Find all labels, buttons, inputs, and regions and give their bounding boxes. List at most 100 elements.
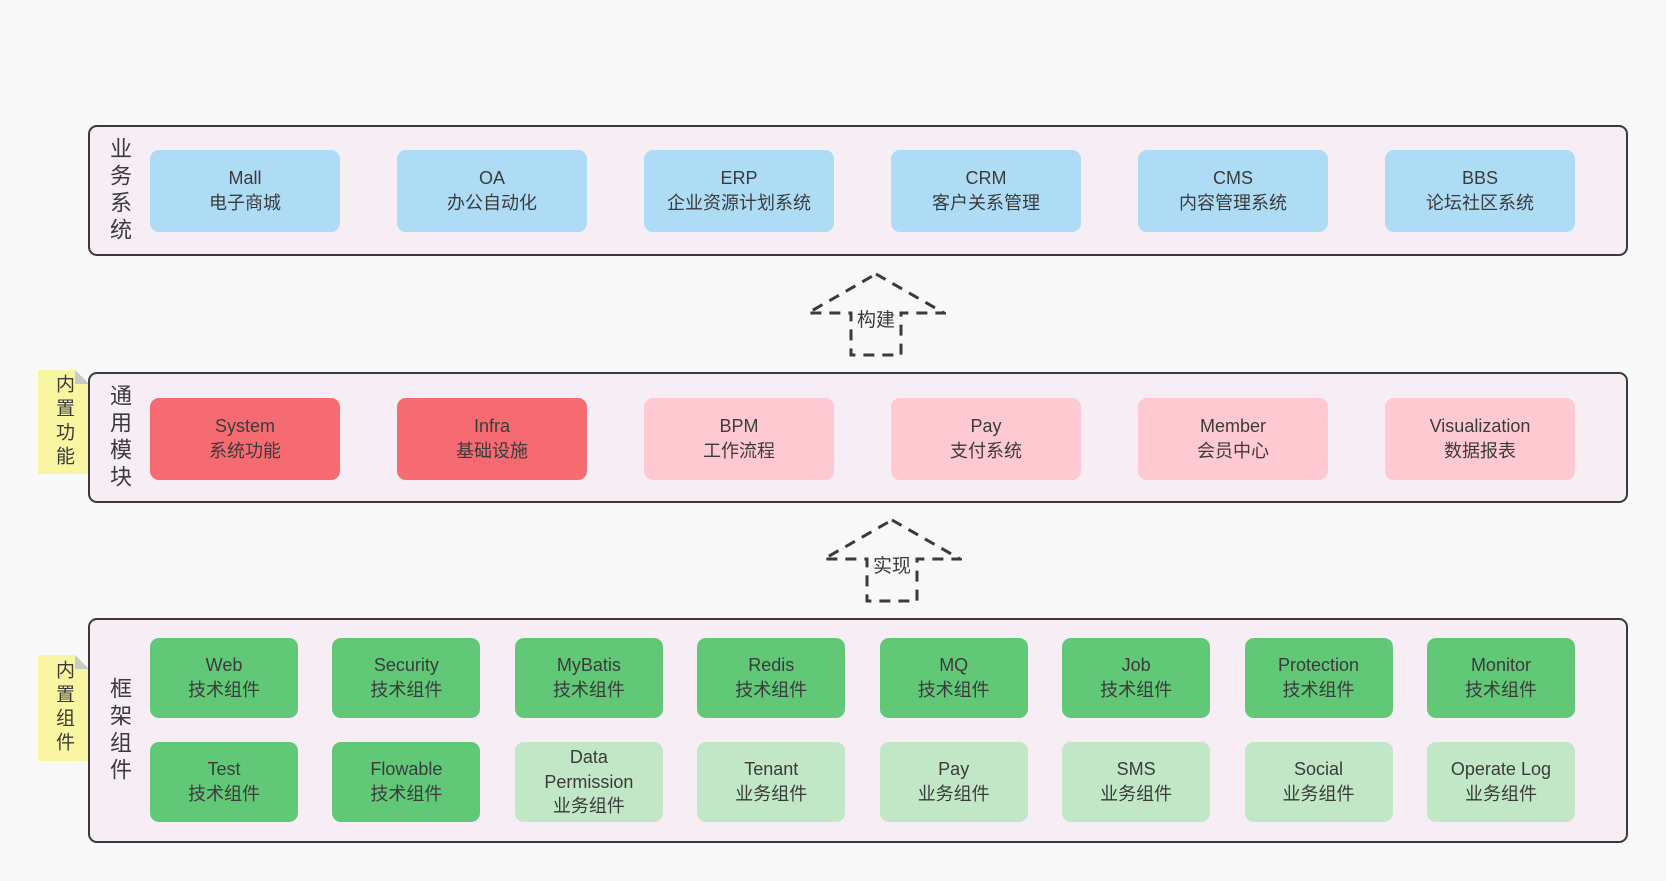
box-subtitle: 业务组件 [1100,784,1173,804]
box-name: BBS [1461,168,1499,189]
box-tenant: Tenant 业务组件 [697,742,846,822]
box-flowable: Flowable 技术组件 [332,742,481,822]
box-subtitle: 技术组件 [1100,680,1173,700]
built-in-features-tag-label: 内置功能 [53,374,74,470]
framework-components-row-1: Web 技术组件 Security 技术组件 MyBatis 技术组件 Redi… [150,638,1575,718]
business-systems-row: Mall 电子商城 OA 办公自动化 ERP 企业资源计划系统 CRM 客户关系… [150,150,1575,232]
box-subtitle: 技术组件 [552,680,625,700]
box-name: OA [478,168,505,189]
box-visualization: Visualization 数据报表 [1385,398,1575,480]
box-mybatis: MyBatis 技术组件 [514,638,663,718]
box-pay-business: Pay 业务组件 [879,742,1028,822]
box-name: CMS [1213,168,1253,189]
box-name: Redis [748,655,795,676]
box-name: Infra [473,416,511,437]
folded-corner-icon [75,370,89,384]
box-test: Test 技术组件 [150,742,298,822]
box-name: Social [1294,759,1344,780]
implement-arrow-label: 实现 [869,551,915,578]
build-arrow-icon: 构建 [806,272,946,358]
box-bpm: BPM 工作流程 [644,398,834,480]
box-web: Web 技术组件 [150,638,298,718]
box-bbs: BBS 论坛社区系统 [1385,150,1575,232]
box-subtitle: 支付系统 [950,441,1022,461]
box-name: MyBatis [556,655,621,676]
box-subtitle: 企业资源计划系统 [667,193,811,213]
box-subtitle: 技术组件 [735,680,808,700]
box-name: MQ [939,655,969,676]
box-subtitle: 技术组件 [1464,680,1537,700]
box-protection: Protection 技术组件 [1244,638,1393,718]
box-redis: Redis 技术组件 [697,638,846,718]
box-social: Social 业务组件 [1244,742,1393,822]
box-subtitle: 会员中心 [1197,441,1269,461]
box-sms: SMS 业务组件 [1062,742,1211,822]
common-modules-label: 通用模块 [107,383,132,492]
box-subtitle: 技术组件 [188,784,260,804]
box-subtitle: 技术组件 [917,680,990,700]
box-monitor: Monitor 技术组件 [1426,638,1575,718]
box-cms: CMS 内容管理系统 [1138,150,1328,232]
box-name: SMS [1116,759,1156,780]
box-subtitle: 办公自动化 [447,193,537,213]
folded-corner-icon [75,655,89,669]
box-subtitle: 工作流程 [703,441,775,461]
box-name: Test [207,759,241,780]
box-name: CRM [965,168,1007,189]
box-name: Security [373,655,439,676]
box-name: Monitor [1470,655,1531,676]
box-subtitle: 客户关系管理 [932,193,1040,213]
box-subtitle: 系统功能 [209,441,281,461]
box-subtitle: 技术组件 [370,680,443,700]
business-systems-panel: 业务系统 Mall 电子商城 OA 办公自动化 ERP 企业资源计划系统 CRM… [88,125,1628,256]
implement-arrow-icon: 实现 [822,518,962,604]
box-subtitle: 业务组件 [1464,784,1537,804]
framework-components-row-2: Test 技术组件 Flowable 技术组件 Data Permission … [150,742,1575,822]
box-subtitle: 基础设施 [456,441,528,461]
box-subtitle: 论坛社区系统 [1426,193,1534,213]
box-crm: CRM 客户关系管理 [891,150,1081,232]
built-in-features-tag: 内置功能 [38,370,89,474]
box-name: Member [1199,416,1266,437]
box-name: System [214,416,275,437]
box-name: BPM [719,416,759,437]
box-subtitle: 技术组件 [370,784,443,804]
box-mq: MQ 技术组件 [879,638,1028,718]
box-subtitle: 业务组件 [552,796,625,817]
box-name: Visualization [1429,416,1531,437]
box-subtitle: 电子商城 [209,193,281,213]
box-name: Pay [938,759,970,780]
built-in-components-tag: 内置组件 [38,655,89,761]
box-mall: Mall 电子商城 [150,150,340,232]
box-subtitle: 业务组件 [917,784,990,804]
box-name: Web [205,655,243,676]
box-name: Flowable [370,759,443,780]
common-modules-panel: 通用模块 System 系统功能 Infra 基础设施 BPM 工作流程 Pay… [88,372,1628,503]
box-name: Operate Log [1450,759,1551,780]
box-subtitle: 数据报表 [1444,441,1516,461]
box-name: Protection [1278,655,1360,676]
build-arrow-label: 构建 [853,305,899,332]
box-name: Job [1121,655,1151,676]
box-name: Data Permission [544,746,634,792]
box-pay: Pay 支付系统 [891,398,1081,480]
box-oa: OA 办公自动化 [397,150,587,232]
box-job: Job 技术组件 [1062,638,1211,718]
box-subtitle: 技术组件 [188,680,260,700]
framework-components-label: 框架组件 [107,676,132,785]
box-member: Member 会员中心 [1138,398,1328,480]
box-subtitle: 技术组件 [1282,680,1355,700]
common-modules-row: System 系统功能 Infra 基础设施 BPM 工作流程 Pay 支付系统… [150,398,1575,480]
framework-components-panel: 框架组件 Web 技术组件 Security 技术组件 MyBatis 技术组件… [88,618,1628,843]
box-erp: ERP 企业资源计划系统 [644,150,834,232]
box-name: ERP [720,168,758,189]
box-name: Mall [228,168,262,189]
box-name: Tenant [744,759,799,780]
box-name: Pay [970,416,1002,437]
box-subtitle: 业务组件 [1282,784,1355,804]
box-security: Security 技术组件 [332,638,481,718]
box-subtitle: 内容管理系统 [1179,193,1287,213]
box-infra: Infra 基础设施 [397,398,587,480]
box-subtitle: 业务组件 [735,784,808,804]
